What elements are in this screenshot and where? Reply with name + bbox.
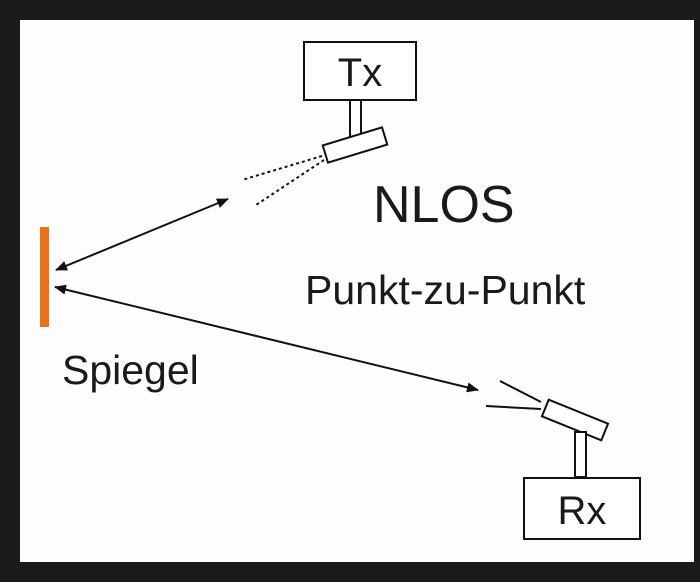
rx-label: Rx <box>558 489 607 533</box>
tx-device <box>321 126 389 164</box>
mirror-rx-arrow <box>54 284 479 393</box>
tx-beam <box>241 155 325 206</box>
tx-box: Tx <box>303 41 417 101</box>
mode-label: NLOS <box>373 176 515 234</box>
mirror-label: Spiegel <box>62 347 199 393</box>
tx-label: Tx <box>338 51 382 95</box>
tx-mirror-arrow <box>55 198 229 271</box>
topology-label: Punkt-zu-Punkt <box>305 267 586 313</box>
rx-box: Rx <box>523 477 641 540</box>
rx-device <box>540 398 610 442</box>
rx-beam <box>485 380 542 410</box>
rx-mount <box>574 431 587 478</box>
mirror-bar <box>40 227 49 327</box>
